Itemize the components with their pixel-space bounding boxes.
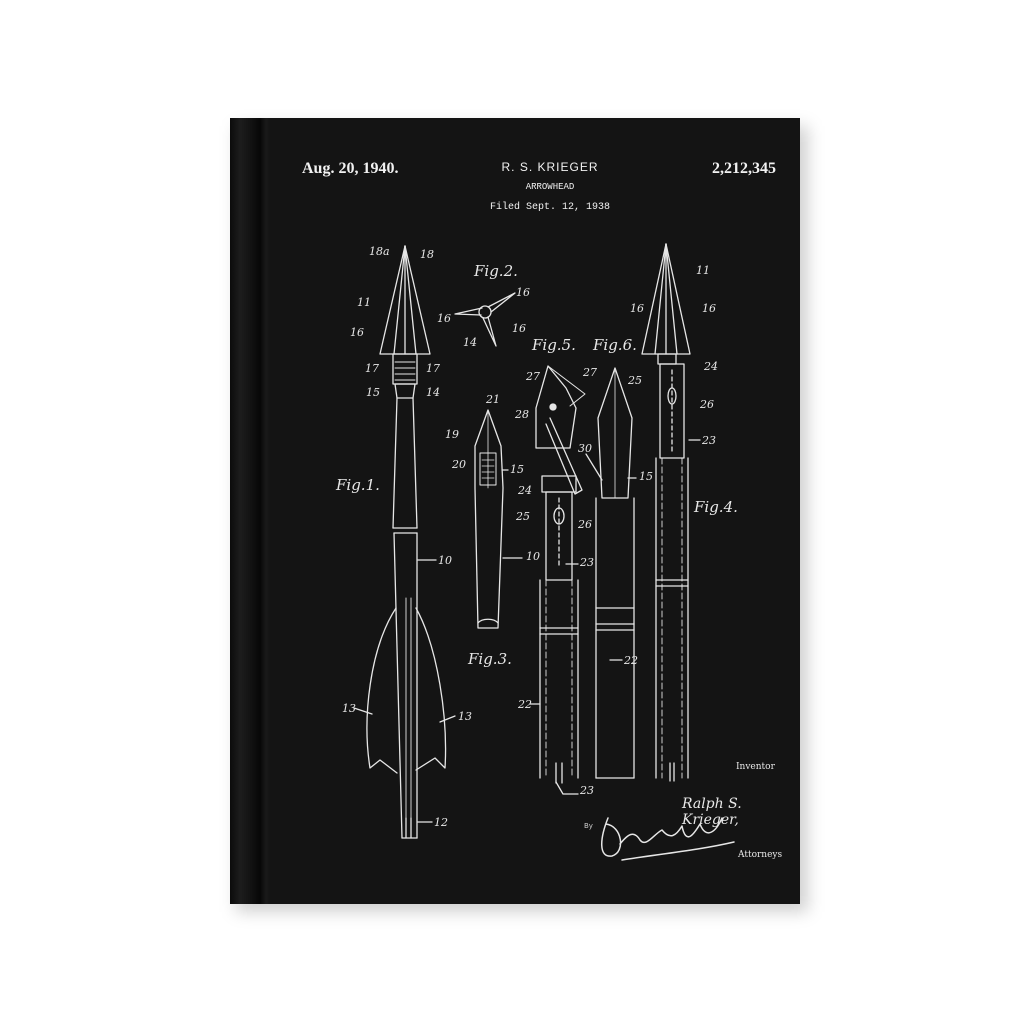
svg-text:26: 26 [577,518,592,531]
svg-text:15: 15 [639,470,653,483]
svg-text:16: 16 [512,322,526,335]
patent-filed-date: Filed Sept. 12, 1938 [489,202,611,213]
svg-text:26: 26 [699,398,714,411]
fig4-drawing: 11 16 16 25 24 26 23 Fig.4. [627,243,738,782]
fig4-label: Fig.4. [693,498,738,516]
fig1-labels: 18a 18 11 16 16 17 17 15 14 10 13 13 12 … [335,245,472,829]
svg-text:17: 17 [426,362,440,375]
svg-text:24: 24 [517,484,532,497]
fig5-label: Fig.5. [531,336,576,354]
svg-text:17: 17 [365,362,379,375]
patent-number: 2,212,345 [712,160,776,177]
svg-text:16: 16 [516,286,530,299]
svg-text:22: 22 [623,654,638,667]
patent-drawing: 18a 18 11 16 16 17 17 15 14 10 13 13 12 … [335,243,738,861]
svg-text:14: 14 [463,336,477,349]
fig2-label: Fig.2. [473,262,518,280]
patent-date: Aug. 20, 1940. [302,160,399,177]
fig6-drawing: 27 30 15 22 Fig.6. [578,336,653,779]
svg-text:11: 11 [357,296,371,309]
svg-text:23: 23 [579,556,594,569]
fig2-drawing: 16 16 14 Fig.2. [454,262,530,349]
svg-text:16: 16 [350,326,364,339]
attorneys-label: Attorneys [738,850,783,860]
fig3-label: Fig.3. [467,650,512,668]
svg-text:18a: 18a [369,245,390,258]
svg-text:19: 19 [445,428,459,441]
sheet-mark: By [584,822,593,830]
svg-text:27: 27 [525,370,540,383]
svg-text:13: 13 [458,710,472,723]
svg-text:28: 28 [514,408,529,421]
attorney-signature-drawing [601,817,735,861]
fig5-drawing: 27 28 24 25 26 23 22 23 Fig.5. [514,336,594,797]
svg-text:25: 25 [515,510,530,523]
svg-text:10: 10 [438,554,452,567]
notebook-cover: Aug. 20, 1940. R. S. KRIEGER ARROWHEAD F… [230,118,800,904]
svg-text:14: 14 [426,386,440,399]
svg-text:27: 27 [582,366,597,379]
svg-text:25: 25 [627,374,642,387]
book-spine [230,118,270,904]
svg-text:11: 11 [696,264,710,277]
patent-title: ARROWHEAD [525,182,575,192]
svg-text:23: 23 [701,434,716,447]
svg-text:10: 10 [526,550,540,563]
inventor-signature: Ralph S. Krieger, [682,796,742,828]
svg-text:22: 22 [517,698,532,711]
svg-text:30: 30 [578,442,592,455]
fig1-arrow-drawing [366,245,447,839]
svg-text:20: 20 [451,458,466,471]
svg-text:12: 12 [434,816,448,829]
svg-text:21: 21 [485,393,500,406]
svg-text:16: 16 [630,302,644,315]
svg-text:16: 16 [702,302,716,315]
svg-text:13: 13 [342,702,356,715]
fig3-drawing: 21 19 20 15 10 Fig.3. [445,393,540,668]
fig6-label: Fig.6. [592,336,637,354]
svg-text:15: 15 [510,463,524,476]
patent-inventor: R. S. KRIEGER [501,160,599,174]
svg-text:18: 18 [420,248,434,261]
inventor-label: Inventor [736,762,775,772]
svg-text:23: 23 [579,784,594,797]
svg-text:15: 15 [366,386,380,399]
svg-text:16: 16 [437,312,451,325]
fig1-label: Fig.1. [335,476,380,494]
svg-text:24: 24 [703,360,718,373]
